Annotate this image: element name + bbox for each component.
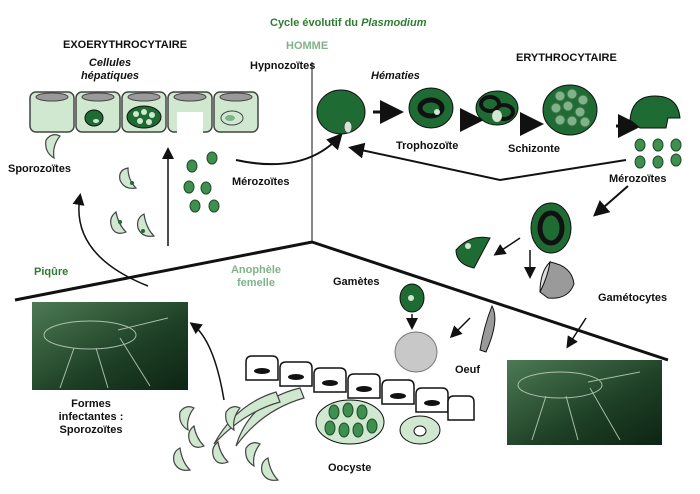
- erythrocytic-cycle: [316, 84, 681, 138]
- ookinete: [479, 304, 496, 353]
- ruptured-hematie: [629, 95, 681, 129]
- liver-cell: [29, 91, 75, 133]
- arrow-to-salivary: [189, 322, 225, 401]
- oocyste-label: Oocyste: [328, 462, 372, 474]
- sporozoites-released: [173, 387, 305, 481]
- merozoites-right-label: Mérozoïtes: [609, 173, 667, 185]
- gametocyte-male: [455, 236, 491, 269]
- hematie-infected: [316, 89, 366, 135]
- sporozoite: [137, 213, 156, 237]
- arrow-piqure: [72, 193, 149, 287]
- mosquito-photo-left: [32, 302, 188, 390]
- schizonte-label: Schizonte: [508, 143, 560, 155]
- piqure-label: Piqûre: [34, 266, 69, 278]
- hematies-label: Hématies: [371, 70, 420, 82]
- merozoites-right: [634, 138, 682, 169]
- host-vector-boundary: [14, 240, 669, 362]
- section-exoerythrocytaire: EXOERYTHROCYTAIRE: [63, 39, 188, 51]
- trophozoite: [408, 87, 454, 129]
- sporozoite: [45, 134, 61, 160]
- trophozoite-label: Trophozoïte: [396, 140, 459, 152]
- sporozoites-blood: [45, 134, 156, 237]
- arrow-to-hematie: [235, 133, 343, 166]
- arrow-return-cycle: [348, 142, 627, 182]
- liver-cells: [29, 91, 259, 134]
- sporozoite: [119, 167, 138, 189]
- merozoites-left-label: Mérozoïtes: [232, 176, 290, 188]
- host-label: HOMME: [286, 40, 329, 52]
- gametocytes-label: Gamétocytes: [598, 292, 668, 304]
- gametes-label: Gamètes: [333, 276, 380, 288]
- oeuf: [394, 331, 438, 373]
- hypnozoite: [84, 109, 104, 127]
- sporozoites-label: Sporozoïtes: [8, 163, 71, 175]
- hypnozoites-label: Hypnozoïtes: [250, 60, 316, 72]
- gametocyte-precursor: [530, 202, 572, 254]
- section-erythrocytaire: ERYTHROCYTAIRE: [516, 52, 617, 64]
- mosquito-photo-right: [507, 360, 662, 445]
- diagram-title: Cycle évolutif du Plasmodium: [270, 17, 427, 29]
- oeuf-label: Oeuf: [455, 364, 481, 376]
- merozoites-left: [183, 151, 220, 213]
